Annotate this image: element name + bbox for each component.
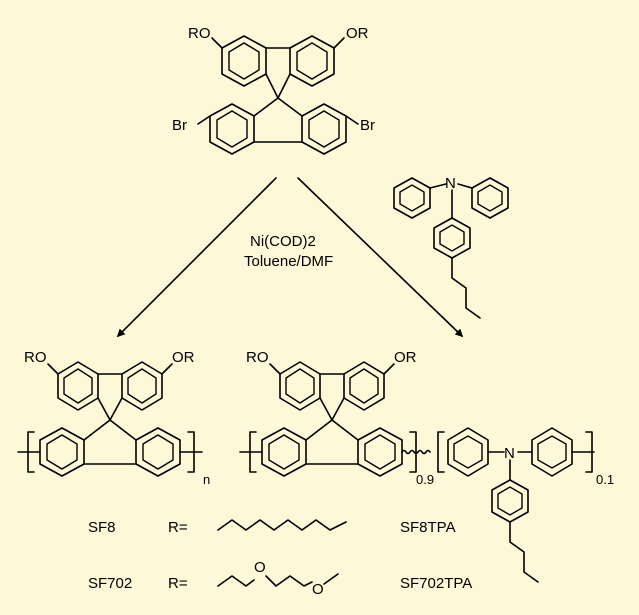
sf-or-label: OR bbox=[172, 349, 195, 366]
row-sf702: SF702 R= O O SF702TPA bbox=[88, 559, 472, 598]
sftpa-tpa-left-ring bbox=[447, 427, 489, 477]
row-sf702-product: SF702TPA bbox=[400, 575, 472, 592]
row-sf702-name: SF702 bbox=[88, 575, 132, 592]
sftpa-subscript-fluorene: 0.9 bbox=[416, 472, 434, 487]
tpa-left-ring bbox=[393, 177, 431, 219]
comonomer-tpa-structure: N bbox=[393, 175, 509, 319]
reagent-solvent: Toluene/DMF bbox=[244, 253, 333, 270]
homopolymer-structure: RO OR n bbox=[17, 349, 210, 487]
monomer-or-label: OR bbox=[346, 25, 369, 42]
monomer-ro-label: RO bbox=[188, 25, 211, 42]
row-sf8-r-label: R= bbox=[168, 519, 188, 536]
tpa-n-atom: N bbox=[445, 175, 456, 192]
row-sf702-o1: O bbox=[254, 559, 266, 576]
arrow-to-homopolymer bbox=[116, 177, 277, 338]
sftpa-tpa-right-ring bbox=[531, 427, 573, 477]
tpa-bottom-ring bbox=[433, 217, 471, 259]
sftpa-or-label: OR bbox=[394, 349, 417, 366]
monomer-structure: RO OR Br Br bbox=[172, 25, 375, 155]
sf-ro-label: RO bbox=[24, 349, 47, 366]
random-copolymer-link bbox=[401, 449, 431, 455]
arrow-to-copolymer bbox=[297, 177, 464, 338]
sftpa-n-atom: N bbox=[504, 445, 515, 462]
ether-chain-seg2 bbox=[265, 575, 313, 587]
copolymer-structure: RO OR 0.9 N 0.1 bbox=[239, 349, 614, 583]
ether-chain-seg1 bbox=[217, 575, 255, 587]
ether-chain-seg3 bbox=[323, 573, 339, 585]
sf-subscript-n: n bbox=[203, 472, 210, 487]
reagent-catalyst: Ni(COD)2 bbox=[250, 233, 316, 250]
row-sf702-r-label: R= bbox=[168, 575, 188, 592]
row-sf8: SF8 R= SF8TPA bbox=[88, 519, 456, 536]
tpa-right-ring bbox=[471, 177, 509, 219]
octyl-chain bbox=[217, 519, 347, 531]
sftpa-ro-label: RO bbox=[246, 349, 269, 366]
sftpa-subscript-tpa: 0.1 bbox=[596, 472, 614, 487]
monomer-br-right: Br bbox=[360, 117, 375, 134]
row-sf702-o2: O bbox=[312, 581, 324, 598]
row-sf8-product: SF8TPA bbox=[400, 519, 456, 536]
row-sf8-name: SF8 bbox=[88, 519, 116, 536]
sftpa-pendant-ring bbox=[491, 479, 529, 523]
monomer-br-left: Br bbox=[172, 117, 187, 134]
